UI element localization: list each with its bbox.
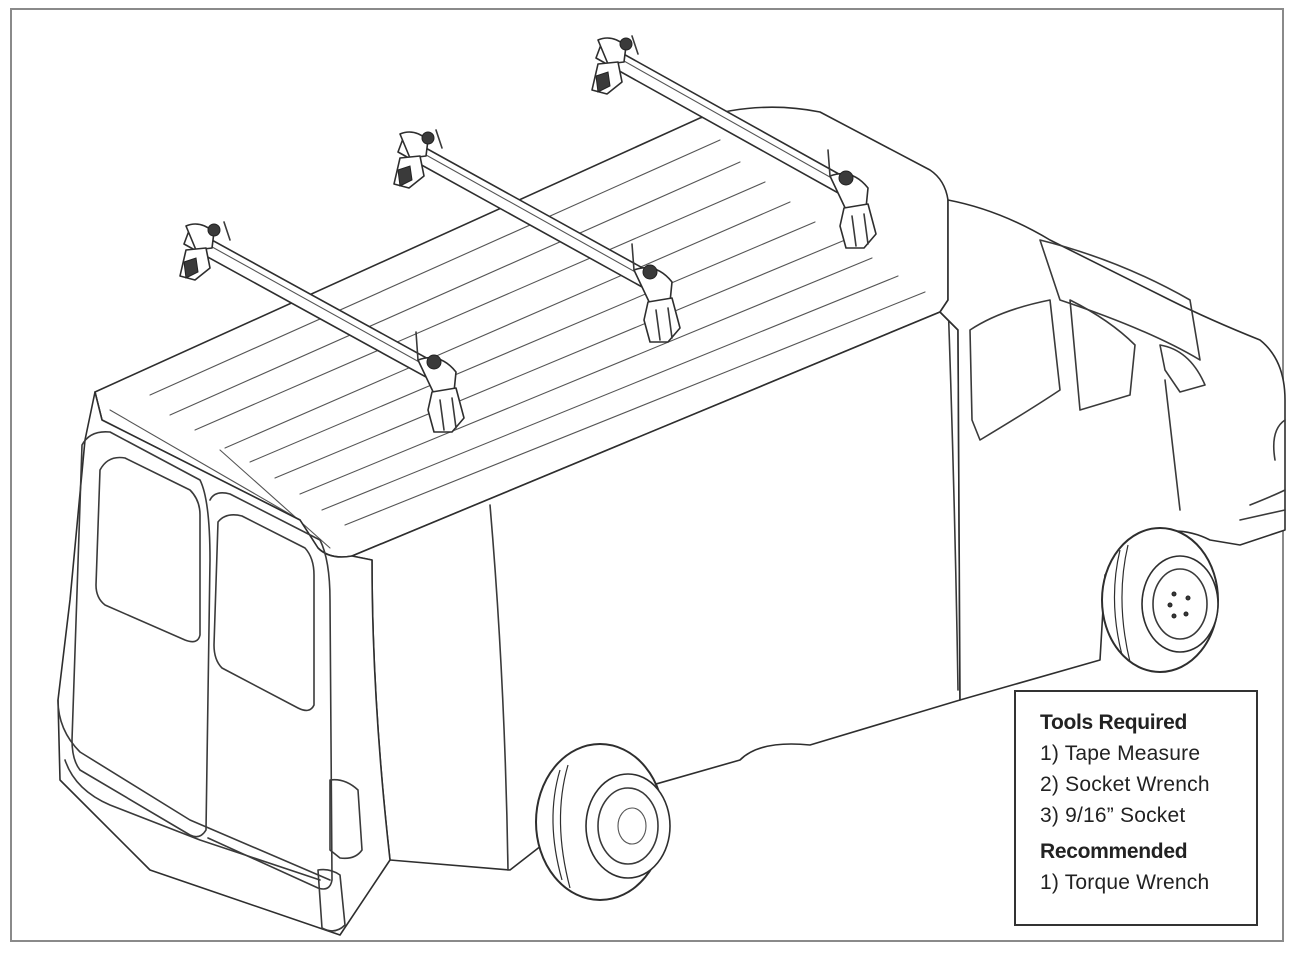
recommended-list: 1) Torque Wrench <box>1040 867 1256 898</box>
rear-wheel <box>535 743 671 901</box>
tools-required-heading: Tools Required <box>1040 711 1188 734</box>
tool-item: 3) 9/16” Socket <box>1040 804 1186 827</box>
rack-bar-front <box>591 35 877 249</box>
tools-required-box: Tools Required 1) Tape Measure 2) Socket… <box>1014 690 1258 926</box>
recommended-item: 1) Torque Wrench <box>1040 871 1210 894</box>
van-body <box>57 106 1286 936</box>
front-wheel <box>1101 527 1219 673</box>
tools-list: 1) Tape Measure 2) Socket Wrench 3) 9/16… <box>1040 738 1256 831</box>
tool-item: 2) Socket Wrench <box>1040 773 1210 796</box>
rack-bar-middle <box>393 129 681 343</box>
tool-item: 1) Tape Measure <box>1040 742 1201 765</box>
recommended-heading: Recommended <box>1040 840 1188 863</box>
rack-bar-rear <box>179 221 465 433</box>
roof-ribs <box>109 139 926 549</box>
